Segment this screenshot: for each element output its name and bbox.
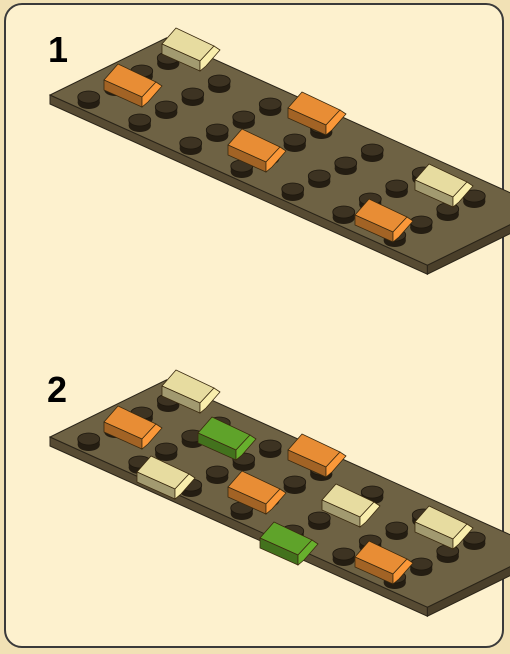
step2-stud	[206, 466, 228, 484]
step2-stud	[386, 522, 408, 540]
step2-stud	[284, 476, 306, 494]
step2-stud	[259, 440, 281, 458]
step2-stud	[437, 545, 459, 563]
step2-stud	[78, 433, 100, 451]
step2-stud	[155, 443, 177, 461]
step2-stud	[308, 512, 330, 530]
step2-stud	[333, 548, 355, 566]
step2-stud	[410, 558, 432, 576]
